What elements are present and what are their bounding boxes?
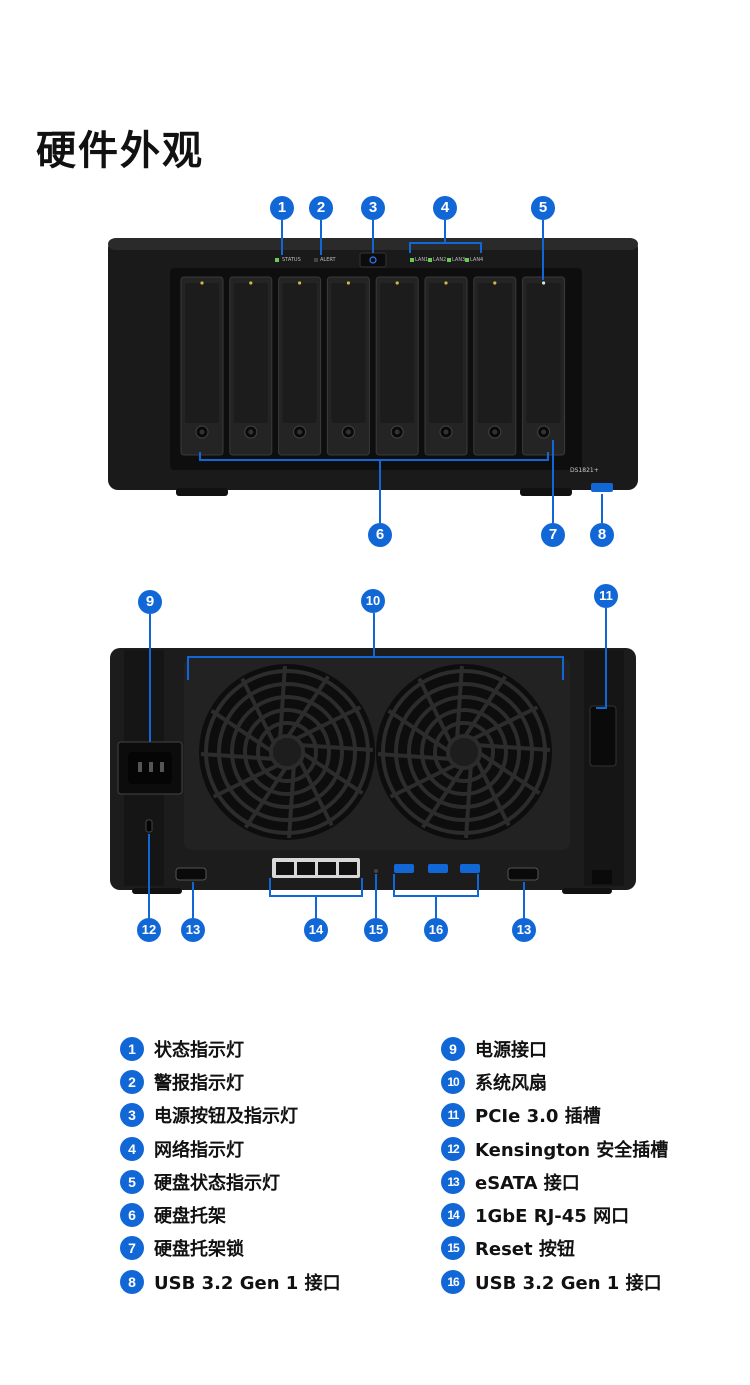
legend-number: 1 [120, 1036, 144, 1061]
callout-12: 12 [137, 918, 161, 942]
drive-tray [424, 276, 468, 456]
legend-right: 9 电源接口 10 系统风扇 11 PCIe 3.0 插槽 12 Kensington … [441, 1032, 668, 1298]
status-label: STATUS [282, 257, 301, 263]
drive-tray [375, 276, 419, 456]
legend-item: 15 Reset 按钮 [441, 1232, 668, 1265]
legend-text: 电源接口 [475, 1039, 547, 1061]
legend-item: 13 eSATA 接口 [441, 1165, 668, 1198]
drive-tray [522, 276, 566, 456]
callout-3: 3 [361, 196, 385, 220]
legend-text: 系统风扇 [475, 1072, 547, 1094]
legend-text: PCIe 3.0 插槽 [475, 1106, 601, 1128]
legend-item: 6 硬盘托架 [120, 1198, 341, 1231]
legend-item: 11 PCIe 3.0 插槽 [441, 1099, 668, 1132]
callout-4: 4 [433, 196, 457, 220]
lan2-label: LAN2 [433, 257, 447, 263]
callout-15: 15 [364, 918, 388, 942]
callout-1: 1 [270, 196, 294, 220]
legend-number: 12 [441, 1136, 465, 1161]
back-chassis [110, 648, 636, 894]
legend-item: 2 警报指示灯 [120, 1065, 341, 1098]
legend-item: 7 硬盘托架锁 [120, 1232, 341, 1265]
callout-10: 10 [361, 589, 385, 613]
drive-tray [278, 276, 322, 456]
legend-item: 12 Kensington 安全插槽 [441, 1132, 668, 1165]
legend-item: 3 电源按钮及指示灯 [120, 1099, 341, 1132]
legend-number: 7 [120, 1236, 144, 1261]
legend-number: 5 [120, 1169, 144, 1194]
legend-item: 16 USB 3.2 Gen 1 接口 [441, 1265, 668, 1298]
model-label: DS1821+ [570, 467, 599, 474]
alert-label: ALERT [320, 257, 336, 263]
drive-tray [180, 276, 224, 456]
legend-number: 10 [441, 1069, 465, 1094]
callout-2: 2 [309, 196, 333, 220]
legend-text: eSATA 接口 [475, 1172, 580, 1194]
legend-text: 状态指示灯 [154, 1039, 244, 1061]
legend-text: 电源按钮及指示灯 [154, 1106, 298, 1128]
callout-5: 5 [531, 196, 555, 220]
legend-number: 13 [441, 1169, 465, 1194]
legend-item: 1 状态指示灯 [120, 1032, 341, 1065]
callout-6: 6 [368, 523, 392, 547]
legend-number: 15 [441, 1236, 465, 1261]
drive-tray [326, 276, 370, 456]
page-title: 硬件外观 [36, 128, 204, 174]
legend-item: 5 硬盘状态指示灯 [120, 1165, 341, 1198]
legend-number: 14 [441, 1203, 465, 1228]
callout-9: 9 [138, 590, 162, 614]
legend-item: 4 网络指示灯 [120, 1132, 341, 1165]
legend-number: 4 [120, 1136, 144, 1161]
legend-number: 8 [120, 1269, 144, 1294]
legend-item: 14 1GbE RJ-45 网口 [441, 1198, 668, 1231]
lan1-label: LAN1 [415, 257, 429, 263]
callout-7: 7 [541, 523, 565, 547]
legend-text: 硬盘托架锁 [154, 1239, 244, 1261]
legend-text: USB 3.2 Gen 1 接口 [154, 1272, 341, 1294]
callout-16: 16 [424, 918, 448, 942]
fan [376, 664, 552, 840]
legend-number: 3 [120, 1103, 144, 1128]
legend-text: 硬盘状态指示灯 [154, 1172, 280, 1194]
legend-text: Kensington 安全插槽 [475, 1139, 669, 1161]
legend-text: Reset 按钮 [475, 1239, 575, 1261]
callout-14: 14 [304, 918, 328, 942]
legend-text: USB 3.2 Gen 1 接口 [475, 1272, 662, 1294]
callout-13-left: 13 [181, 918, 205, 942]
callout-8: 8 [590, 523, 614, 547]
legend-number: 2 [120, 1069, 144, 1094]
legend-number: 6 [120, 1203, 144, 1228]
legend-item: 10 系统风扇 [441, 1065, 668, 1098]
drive-tray [229, 276, 273, 456]
legend-item: 8 USB 3.2 Gen 1 接口 [120, 1265, 341, 1298]
legend-text: 网络指示灯 [154, 1139, 244, 1161]
legend-text: 硬盘托架 [154, 1206, 226, 1228]
callout-11: 11 [594, 584, 618, 608]
fan [199, 664, 375, 840]
legend-number: 9 [441, 1036, 465, 1061]
lan4-label: LAN4 [470, 257, 484, 263]
legend-text: 1GbE RJ-45 网口 [475, 1206, 630, 1228]
drive-tray [473, 276, 517, 456]
callout-13-right: 13 [512, 918, 536, 942]
lan3-label: LAN3 [452, 257, 466, 263]
legend-text: 警报指示灯 [154, 1072, 244, 1094]
legend-number: 16 [441, 1269, 465, 1294]
legend-number: 11 [441, 1103, 465, 1128]
legend-item: 9 电源接口 [441, 1032, 668, 1065]
